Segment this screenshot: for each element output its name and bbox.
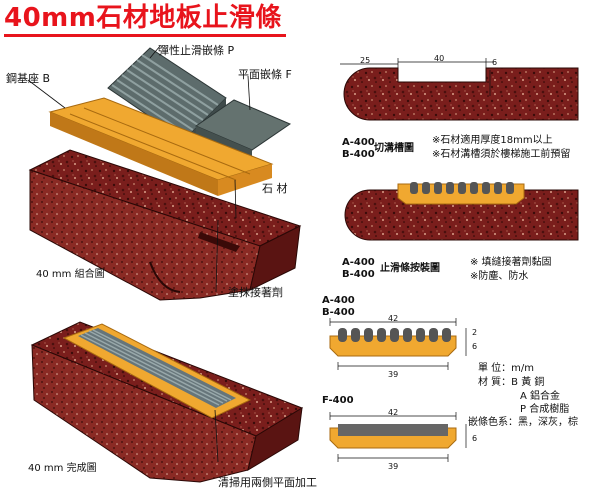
spec-material-p: P 合成樹脂 (520, 404, 570, 415)
install-model-a: A-400 (342, 257, 375, 268)
caption-exploded: 40 mm 組合圖 (36, 269, 105, 280)
profile-ab-dim-r1: 2 (472, 328, 478, 337)
label-flat-finish-note: 清掃用兩側平面加工 (218, 476, 317, 489)
groove-note-1: ※石材適用厚度18mm以上 (432, 135, 553, 146)
spec-colors: 嵌條色系：黑，深灰，棕 (468, 417, 578, 428)
spec-unit: 單 位：m/m (478, 363, 535, 374)
install-drawing-name: 止滑條按裝圖 (380, 263, 440, 274)
groove-dim-left: 25 (360, 56, 371, 65)
label-flat-insert-f: 平面嵌條 F (238, 68, 292, 81)
install-drawing (344, 182, 579, 241)
groove-drawing (340, 58, 579, 121)
install-note-1: ※ 填縫接著劑黏固 (470, 257, 552, 268)
groove-dim-mid: 40 (434, 54, 445, 63)
profile-model-f: F-400 (322, 395, 354, 406)
install-model-b: B-400 (342, 269, 375, 280)
label-adhesive: 塗抹接著劑 (228, 286, 283, 299)
spec-material-a: A 鋁合金 (520, 391, 561, 402)
flat-insert-f (194, 99, 292, 158)
spec-material: 材 質：B 黃 銅 (478, 377, 545, 388)
groove-model-b: B-400 (342, 149, 375, 160)
profile-f-dim-top: 42 (388, 408, 399, 417)
profile-ab (329, 318, 467, 370)
stone-slab (28, 149, 302, 301)
profile-f-dim-bottom: 39 (388, 462, 399, 471)
profile-ab-dim-r2: 6 (472, 342, 478, 351)
groove-model-a: A-400 (342, 137, 375, 148)
label-insert-p: 彈性止滑嵌條 P (158, 44, 235, 57)
label-base-b: 鋼基座 B (6, 72, 51, 85)
profile-model-a: A-400 (322, 295, 355, 306)
groove-dim-right: 6 (492, 58, 498, 67)
groove-note-2: ※石材溝槽須於樓梯施工前預留 (432, 149, 571, 160)
install-note-2: ※防塵、防水 (470, 271, 529, 282)
profile-model-b: B-400 (322, 307, 355, 318)
profile-f-dim-r: 6 (472, 434, 478, 443)
groove-drawing-name: 切溝槽圖 (374, 143, 414, 154)
profile-ab-dim-bottom: 39 (388, 370, 399, 379)
exploded-view (27, 45, 302, 301)
profile-f (329, 412, 467, 462)
label-stone: 石 材 (262, 182, 288, 195)
brass-base-b (48, 97, 274, 196)
finished-view (30, 321, 304, 483)
profile-ab-dim-top: 42 (388, 314, 399, 323)
page-title: 40mm石材地板止滑條 (4, 2, 286, 37)
caption-finished: 40 mm 完成圖 (28, 463, 97, 474)
